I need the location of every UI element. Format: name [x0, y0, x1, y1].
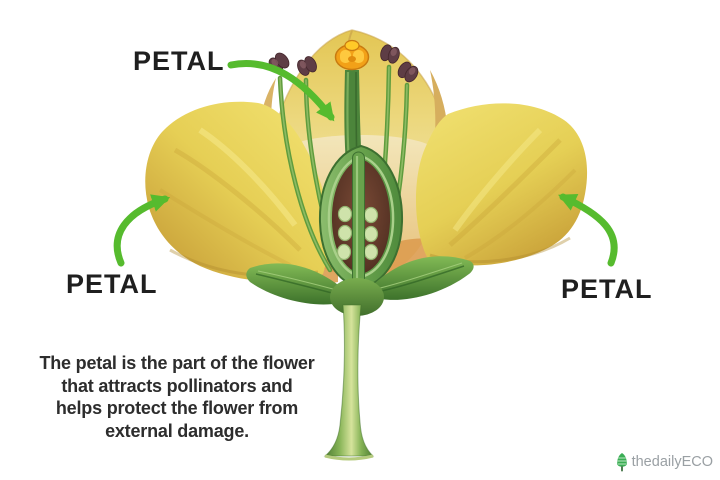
- description-line: helps protect the flower from: [55, 398, 299, 418]
- arrow-top-icon: [227, 60, 335, 122]
- arrow-left-icon: [113, 194, 171, 267]
- logo-text: thedailyECO: [631, 454, 713, 470]
- ovary-septum: [352, 151, 365, 289]
- arrow-right-icon: [558, 193, 618, 267]
- left-petal: [145, 101, 329, 282]
- ovary: [318, 144, 404, 290]
- stigma: [334, 39, 370, 71]
- petal-label-left: PETAL: [66, 269, 158, 299]
- description-text: The petal is the part of the flower that…: [10, 352, 344, 442]
- petal-label-right: PETAL: [561, 274, 653, 304]
- description-line: that attracts pollinators and: [61, 375, 293, 396]
- stem: [323, 304, 375, 461]
- description-line: external damage.: [105, 420, 249, 441]
- tree-icon: [616, 453, 627, 472]
- description-line: The petal is the part of the flower: [39, 353, 315, 373]
- sepal-leaf-right: [367, 256, 474, 300]
- logo: thedailyECO: [615, 452, 713, 472]
- annotation-arrows: [113, 60, 618, 267]
- ovules: [336, 205, 379, 261]
- right-petal: [415, 103, 588, 266]
- petal-label-top: PETAL: [133, 46, 225, 76]
